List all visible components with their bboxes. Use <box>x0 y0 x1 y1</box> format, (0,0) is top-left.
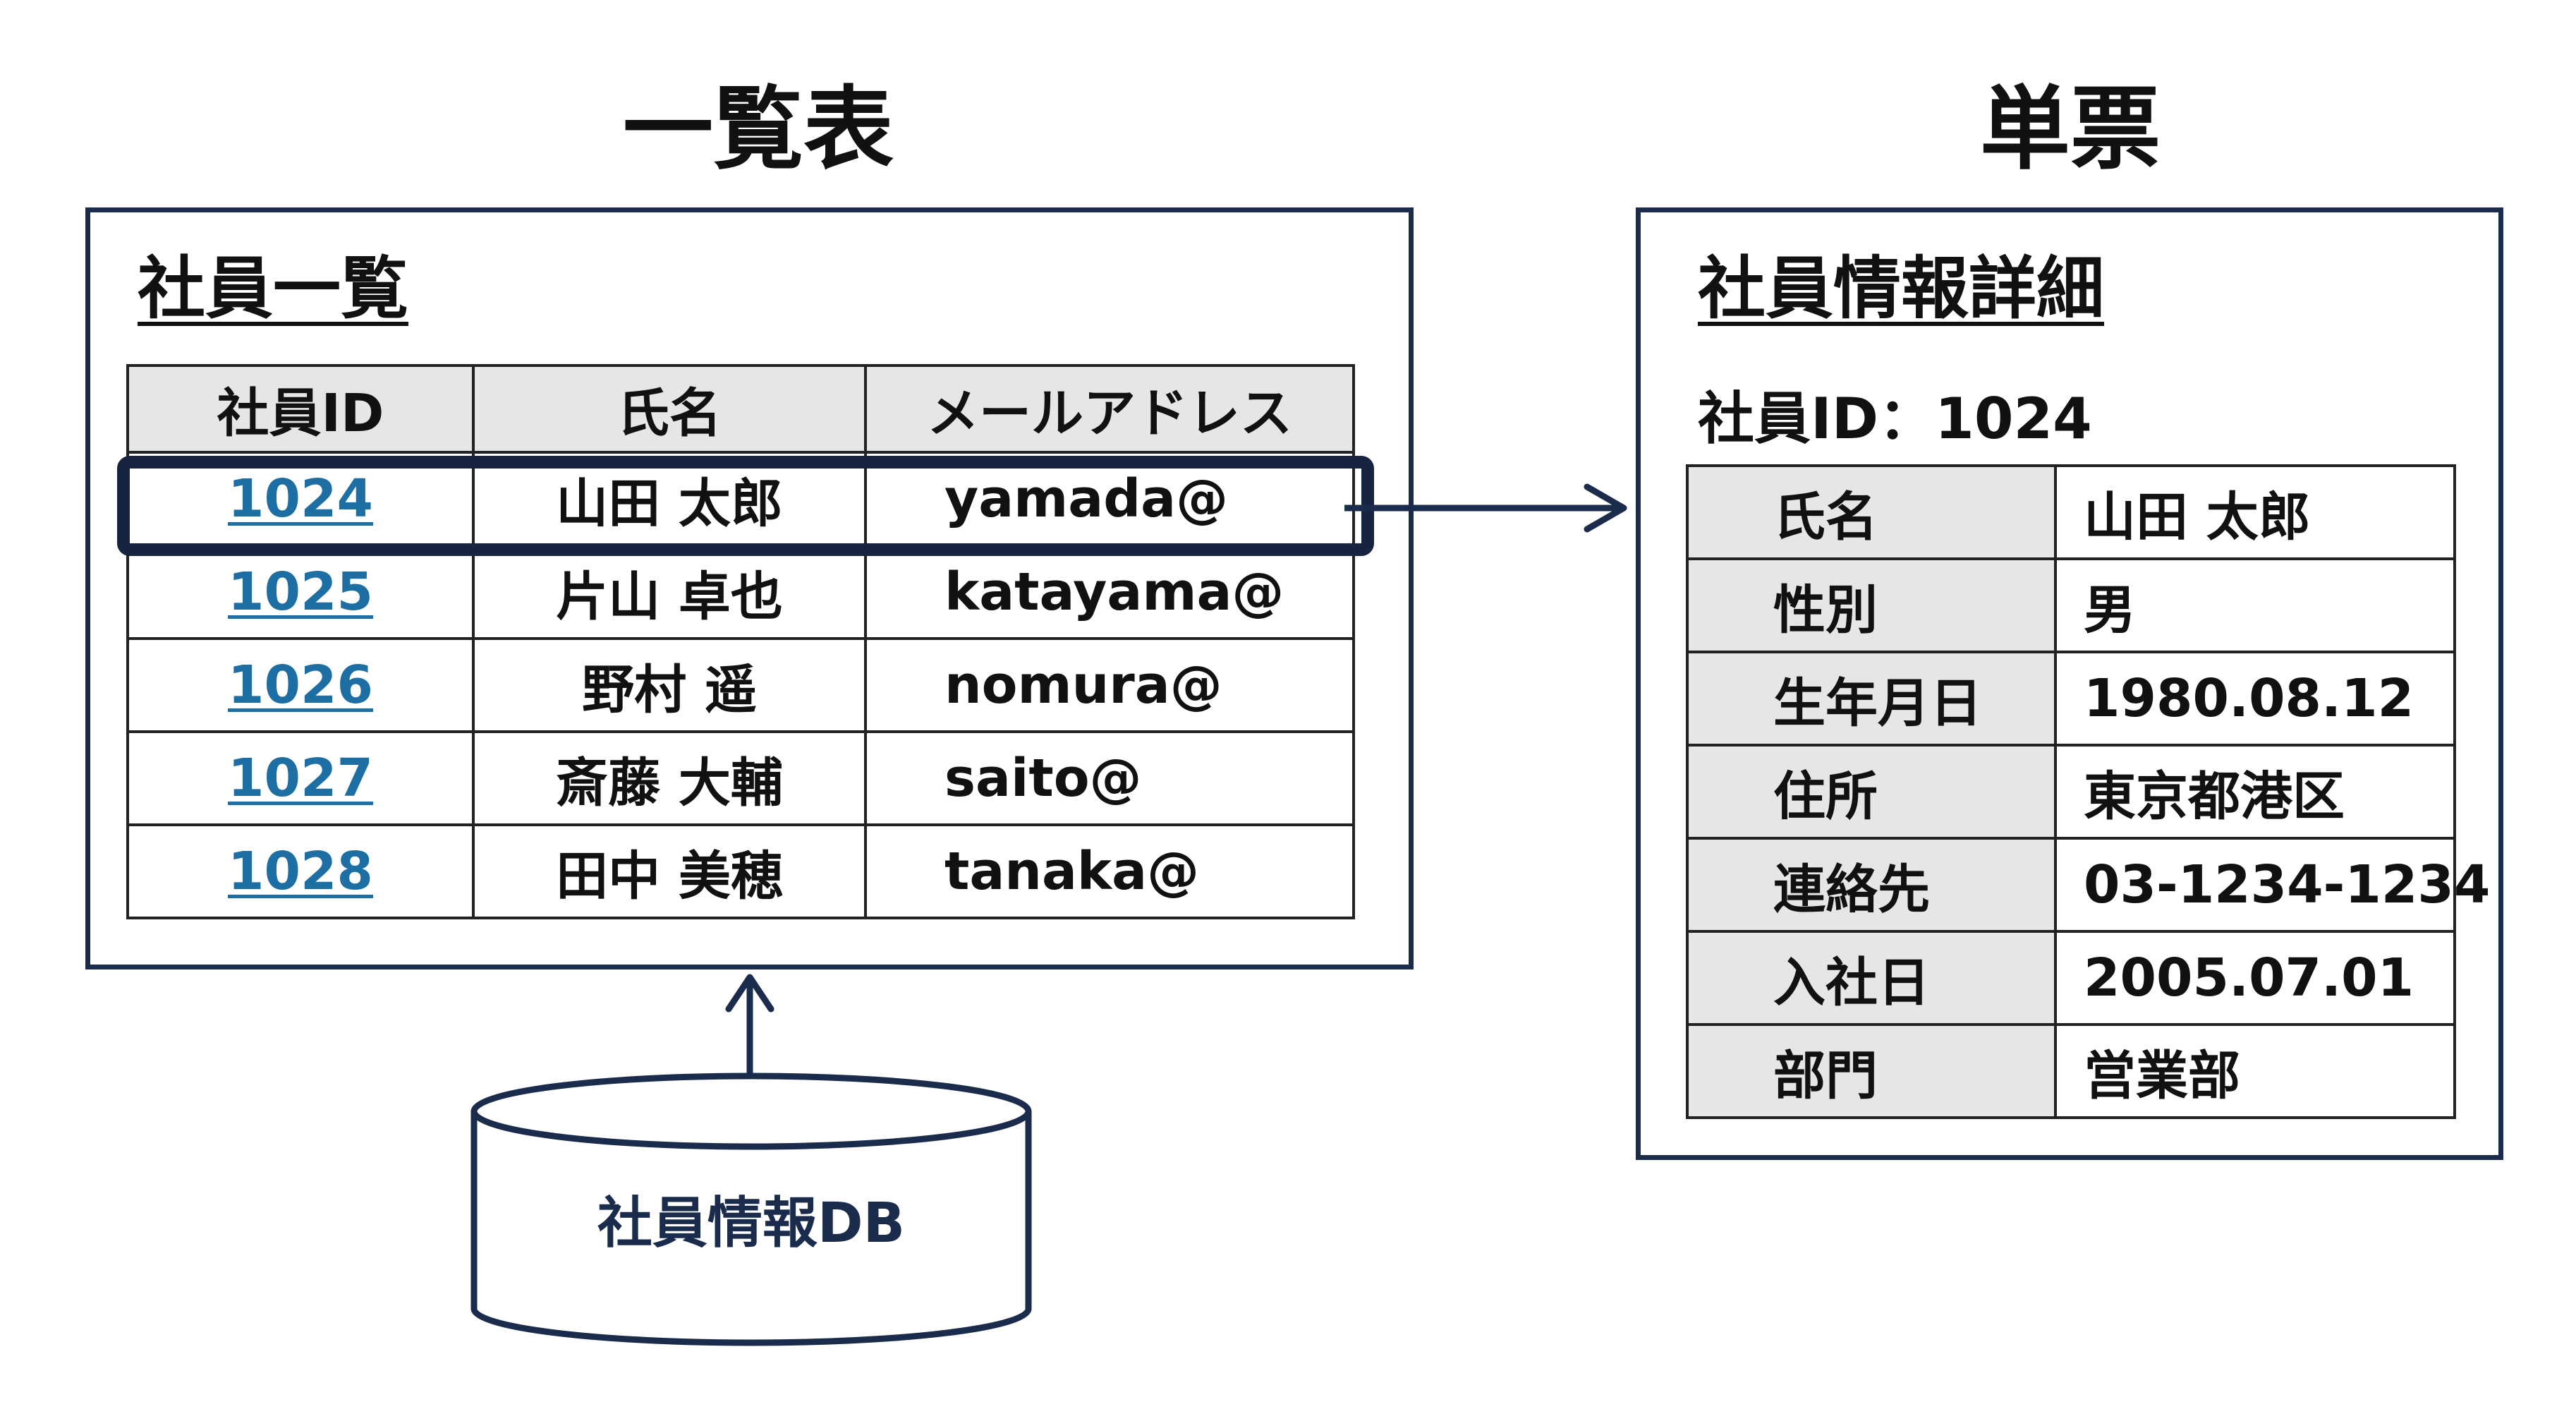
detail-row: 入社日 2005.07.01 <box>1686 930 2456 1026</box>
detail-value: 営業部 <box>2054 1023 2456 1119</box>
db-to-list-arrow <box>725 974 774 1080</box>
column-header-email: メールアドレス <box>864 364 1355 454</box>
employee-name-cell: 片山 卓也 <box>472 544 867 640</box>
employee-email-cell: saito@ <box>864 730 1355 826</box>
detail-value: 2005.07.01 <box>2054 930 2456 1026</box>
detail-value: 東京都港区 <box>2054 744 2456 840</box>
employee-detail-table: 氏名 山田 太郎 性別 男 生年月日 1980.08.12 住所 東京都港区 連… <box>1686 464 2490 1119</box>
detail-value: 男 <box>2054 557 2456 653</box>
detail-label: 生年月日 <box>1686 651 2057 747</box>
detail-employee-id: 社員ID：1024 <box>1698 386 2092 452</box>
list-heading: 一覧表 <box>622 77 894 182</box>
detail-value: 03-1234-1234 <box>2054 837 2490 933</box>
employee-name-cell: 斎藤 大輔 <box>472 730 867 826</box>
employee-id-cell: 1027 <box>126 730 475 826</box>
employee-name-cell: 野村 遥 <box>472 637 867 733</box>
employee-id-cell: 1025 <box>126 544 475 640</box>
detail-row: 連絡先 03-1234-1234 <box>1686 837 2490 933</box>
detail-label: 住所 <box>1686 744 2057 840</box>
employee-list-table: 社員ID 氏名 メールアドレス 1024 山田 太郎 yamada@ 1025 … <box>126 364 1355 919</box>
detail-row: 住所 東京都港区 <box>1686 744 2456 840</box>
list-panel-title: 社員一覧 <box>138 249 408 328</box>
detail-row: 部門 営業部 <box>1686 1023 2456 1119</box>
employee-id-cell: 1026 <box>126 637 475 733</box>
employee-email-cell: katayama@ <box>864 544 1355 640</box>
table-row[interactable]: 1027 斎藤 大輔 saito@ <box>126 730 1355 826</box>
single-heading: 単票 <box>1979 77 2161 182</box>
employee-detail-panel: 社員情報詳細 社員ID：1024 氏名 山田 太郎 性別 男 生年月日 1980… <box>1636 207 2503 1160</box>
employee-id-cell: 1028 <box>126 823 475 919</box>
detail-row: 氏名 山田 太郎 <box>1686 464 2456 560</box>
database-label: 社員情報DB <box>597 1192 906 1255</box>
selected-row-highlight <box>117 456 1374 556</box>
employee-id-link[interactable]: 1024 <box>228 469 373 529</box>
employee-email-cell: nomura@ <box>864 637 1355 733</box>
column-header-name: 氏名 <box>472 364 867 454</box>
table-row[interactable]: 1025 片山 卓也 katayama@ <box>126 544 1355 640</box>
employee-name-cell: 田中 美穂 <box>472 823 867 919</box>
table-row[interactable]: 1028 田中 美穂 tanaka@ <box>126 823 1355 919</box>
detail-label: 入社日 <box>1686 930 2057 1026</box>
detail-value: 山田 太郎 <box>2054 464 2456 560</box>
detail-label: 連絡先 <box>1686 837 2057 933</box>
detail-label: 氏名 <box>1686 464 2057 560</box>
employee-id-link[interactable]: 1027 <box>228 748 373 809</box>
employee-list-panel: 社員一覧 社員ID 氏名 メールアドレス 1024 山田 太郎 yamada@ … <box>85 207 1414 969</box>
column-header-id: 社員ID <box>126 364 475 454</box>
detail-label: 部門 <box>1686 1023 2057 1119</box>
detail-row: 性別 男 <box>1686 557 2456 653</box>
database-cylinder-icon <box>470 1072 1032 1346</box>
detail-row: 生年月日 1980.08.12 <box>1686 651 2456 747</box>
employee-id-link[interactable]: 1026 <box>228 655 373 715</box>
row-to-detail-arrow <box>1344 483 1627 533</box>
table-header-row: 社員ID 氏名 メールアドレス <box>126 364 1355 454</box>
detail-value: 1980.08.12 <box>2054 651 2456 747</box>
table-row[interactable]: 1026 野村 遥 nomura@ <box>126 637 1355 733</box>
employee-id-link[interactable]: 1028 <box>228 841 373 902</box>
employee-id-link[interactable]: 1025 <box>228 562 373 622</box>
employee-email-cell: tanaka@ <box>864 823 1355 919</box>
detail-panel-title: 社員情報詳細 <box>1698 249 2104 328</box>
detail-label: 性別 <box>1686 557 2057 653</box>
